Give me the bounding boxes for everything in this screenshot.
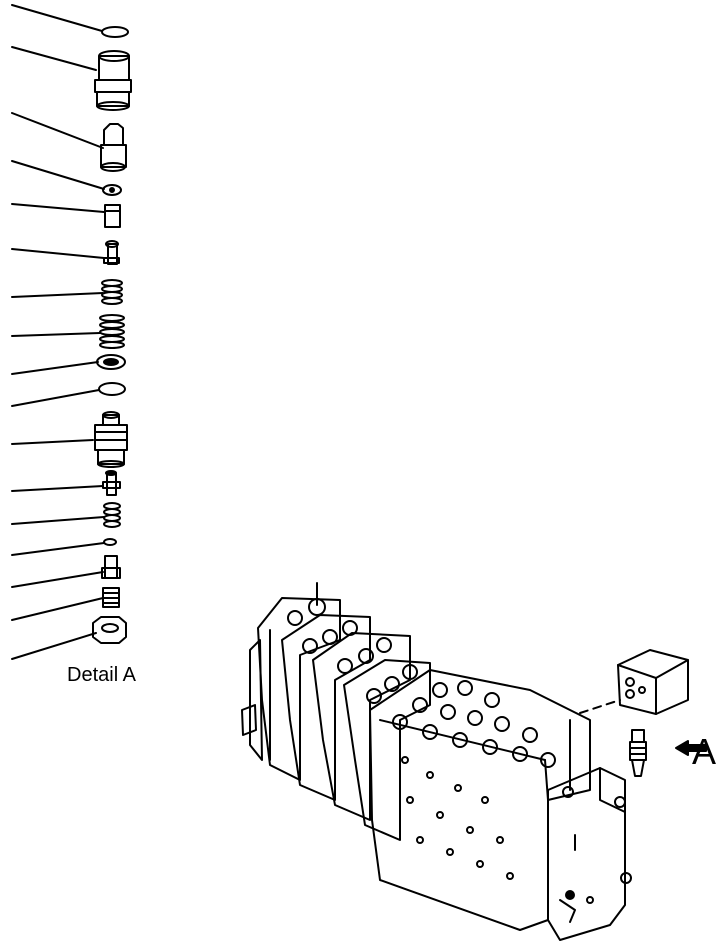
leader-line	[11, 361, 99, 375]
spring-part	[103, 502, 121, 528]
detail-a-parts	[92, 26, 132, 644]
leader-line	[11, 248, 105, 259]
o-ring-part	[103, 538, 117, 546]
valve-seat-part	[94, 411, 128, 468]
leader-line	[11, 112, 104, 149]
callout-leaders	[11, 4, 105, 660]
plunger-part	[101, 555, 121, 579]
leader-line	[11, 332, 101, 337]
leader-line	[11, 389, 100, 407]
leader-line	[11, 516, 105, 525]
detail-caption: Detail A	[67, 664, 136, 686]
leader-line	[11, 571, 104, 588]
leader-line	[11, 46, 97, 71]
spring-part	[101, 279, 123, 305]
leader-line	[11, 203, 105, 213]
pin-part	[102, 470, 121, 496]
spacer-part	[104, 204, 121, 228]
arrow-icon	[675, 740, 707, 756]
ring-part	[102, 184, 122, 196]
backup-ring-part	[96, 354, 126, 370]
leader-line	[11, 542, 105, 556]
sleeve-part	[94, 50, 132, 111]
leader-line	[11, 292, 104, 298]
poppet-part	[103, 240, 120, 265]
o-ring-part	[101, 26, 129, 38]
cartridge-part	[629, 729, 647, 777]
leader-line	[11, 597, 104, 621]
view-letter-label: A	[692, 731, 717, 772]
control-valve-assembly	[241, 582, 632, 941]
leader-line	[11, 160, 105, 190]
piston-part	[100, 123, 127, 172]
leader-line	[11, 439, 94, 445]
port-holes	[392, 680, 556, 880]
leader-line	[11, 485, 104, 492]
nut-part	[92, 616, 127, 644]
detail-a-location	[579, 649, 707, 777]
spring-part	[99, 314, 125, 349]
o-ring-part	[98, 382, 126, 396]
threaded-sleeve-part	[102, 587, 120, 608]
leader-line	[11, 632, 97, 660]
leader-line	[11, 4, 103, 32]
